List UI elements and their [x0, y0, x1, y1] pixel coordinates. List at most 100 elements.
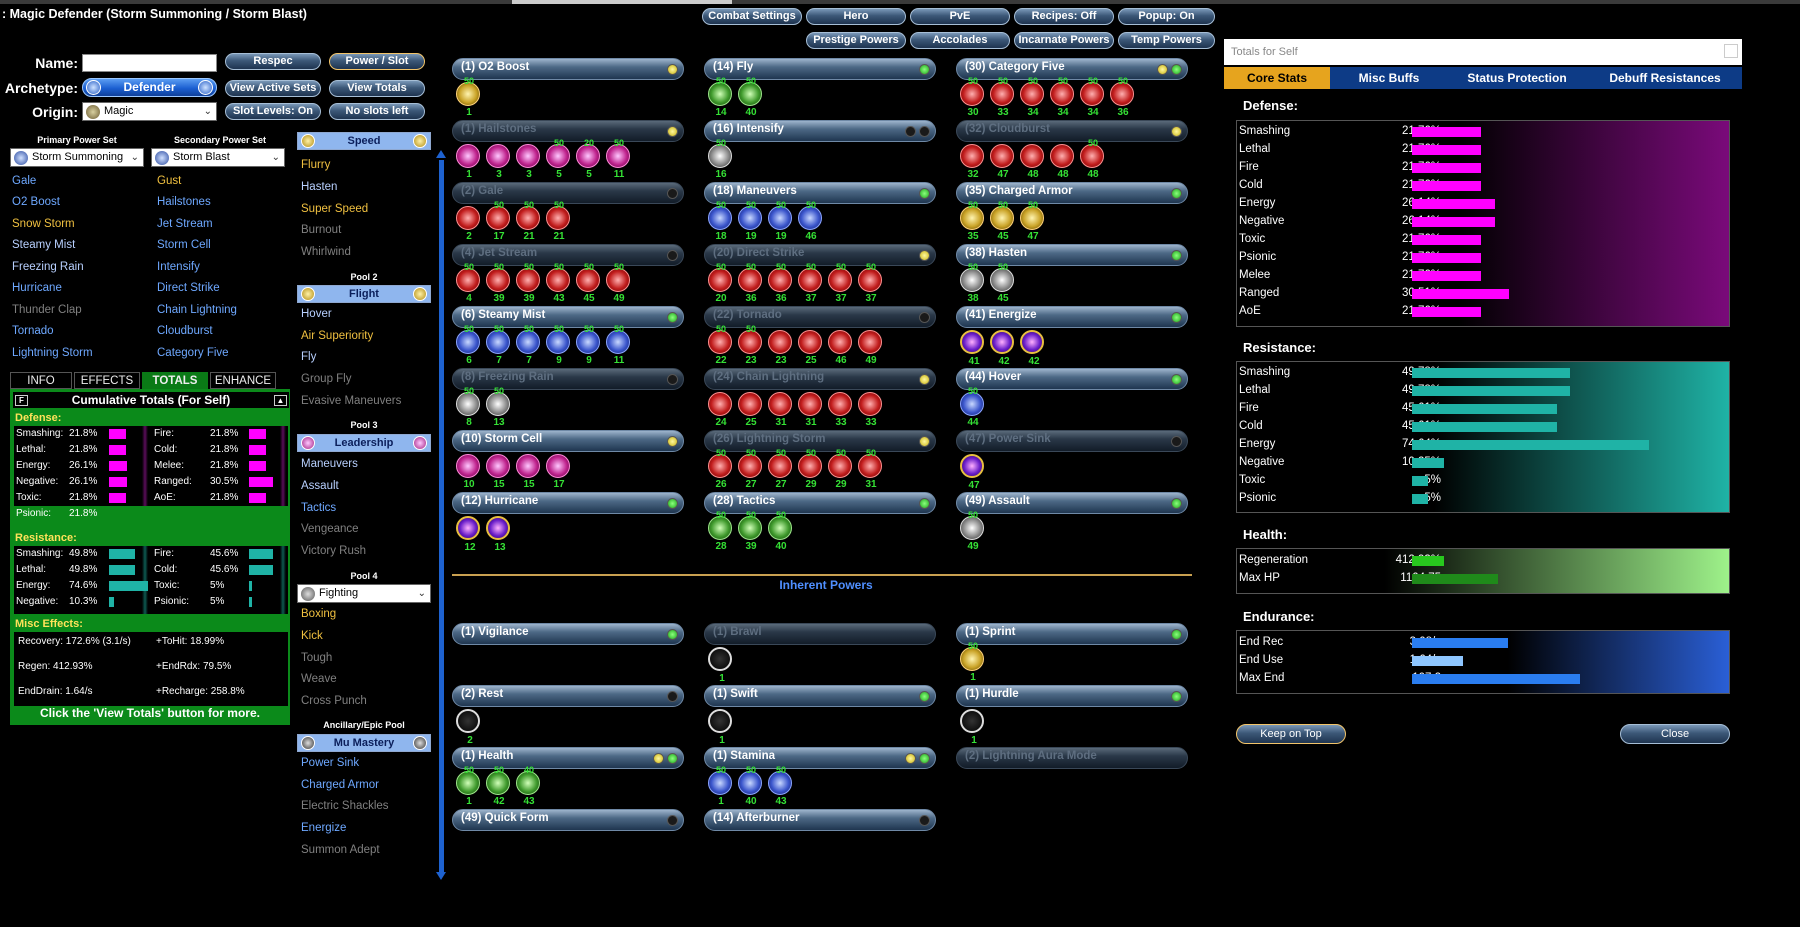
enhancement-slot-icon[interactable]: 24 [708, 392, 732, 428]
power-slot-1-stamina[interactable]: (1) Stamina [704, 747, 936, 769]
power-slot-24-chain-lightning[interactable]: (24) Chain Lightning [704, 368, 936, 390]
epic-pool-header[interactable]: Mu Mastery [297, 734, 431, 752]
enhancement-slot-icon[interactable]: 33 [828, 392, 852, 428]
origin-select[interactable]: Magic ⌄ [82, 102, 217, 121]
enhancement-slot-icon[interactable]: 31 [798, 392, 822, 428]
pool-power-vengeance[interactable]: Vengeance [301, 523, 359, 535]
enhancement-slot-icon[interactable]: 31 [768, 392, 792, 428]
epic-power-power-sink[interactable]: Power Sink [301, 757, 360, 769]
secondary-power-gust[interactable]: Gust [157, 175, 182, 187]
pool-power-tactics[interactable]: Tactics [301, 502, 337, 514]
pool-power-kick[interactable]: Kick [301, 630, 323, 642]
enhancement-slot-icon[interactable]: 46 [828, 330, 852, 366]
f-toggle-button[interactable]: F [15, 395, 28, 406]
enhancement-slot-icon[interactable]: 33 [858, 392, 882, 428]
power-slot-47-power-sink[interactable]: (47) Power Sink [956, 430, 1188, 452]
secondary-set-select[interactable]: Storm Blast ⌄ [151, 148, 285, 167]
pool-power-maneuvers[interactable]: Maneuvers [301, 458, 358, 470]
enhancement-slot-icon[interactable]: 12 [456, 516, 480, 553]
power-slot-32-cloudburst[interactable]: (32) Cloudburst [956, 120, 1188, 142]
pve-button[interactable]: PvE [910, 8, 1010, 25]
view-totals-button[interactable]: View Totals [329, 80, 425, 97]
power-slot-10-storm-cell[interactable]: (10) Storm Cell [452, 430, 684, 452]
power-slot-1-hailstones[interactable]: (1) Hailstones [452, 120, 684, 142]
secondary-power-cloudburst[interactable]: Cloudburst [157, 325, 213, 337]
temp-powers-button[interactable]: Temp Powers [1118, 32, 1215, 49]
power-slot-6-steamy-mist[interactable]: (6) Steamy Mist [452, 306, 684, 328]
enhancement-slot-icon[interactable]: 2 [456, 206, 480, 242]
power-slot-14-afterburner[interactable]: (14) Afterburner [704, 809, 936, 831]
enhancement-slot-icon[interactable]: 47 [960, 454, 984, 491]
power-slot-2-rest[interactable]: (2) Rest [452, 685, 684, 707]
archetype-select[interactable]: Defender [82, 78, 217, 97]
enhancement-slot-icon[interactable]: 48 [1020, 144, 1044, 180]
enhancement-slot-icon[interactable]: 32 [960, 144, 984, 180]
incarnate-powers-button[interactable]: Incarnate Powers [1014, 32, 1114, 49]
enhancement-slot-icon[interactable]: 3 [516, 144, 540, 180]
power-slot-49-quick-form[interactable]: (49) Quick Form [452, 809, 684, 831]
power-slot-16-intensify[interactable]: (16) Intensify [704, 120, 936, 142]
pool-power-hasten[interactable]: Hasten [301, 181, 338, 193]
power-slot-1-health[interactable]: (1) Health [452, 747, 684, 769]
pool-power-assault[interactable]: Assault [301, 480, 339, 492]
secondary-power-jet-stream[interactable]: Jet Stream [157, 218, 213, 230]
primary-power-freezing-rain[interactable]: Freezing Rain [12, 261, 84, 273]
power-slot-30-category-five[interactable]: (30) Category Five [956, 58, 1188, 80]
enhancement-slot-icon[interactable]: 41 [960, 330, 984, 367]
enhancement-slot-icon[interactable]: 15 [516, 454, 540, 490]
tab-totals[interactable]: TOTALS [142, 372, 208, 389]
secondary-power-chain-lightning[interactable]: Chain Lightning [157, 304, 237, 316]
no-slots-left-button[interactable]: No slots left [329, 103, 425, 120]
primary-power-hurricane[interactable]: Hurricane [12, 282, 62, 294]
pool-power-burnout[interactable]: Burnout [301, 224, 342, 236]
primary-power-tornado[interactable]: Tornado [12, 325, 54, 337]
power-slot-35-charged-armor[interactable]: (35) Charged Armor [956, 182, 1188, 204]
power-slot-49-assault[interactable]: (49) Assault [956, 492, 1188, 514]
tab-enhance[interactable]: ENHANCE [210, 372, 276, 389]
secondary-power-hailstones[interactable]: Hailstones [157, 196, 211, 208]
enhancement-slot-icon[interactable]: 1 [708, 647, 732, 684]
power-slot-8-freezing-rain[interactable]: (8) Freezing Rain [452, 368, 684, 390]
power-slot-18-maneuvers[interactable]: (18) Maneuvers [704, 182, 936, 204]
enhancement-slot-icon[interactable]: 49 [858, 330, 882, 366]
primary-set-select[interactable]: Storm Summoning ⌄ [10, 148, 144, 167]
close-icon[interactable] [1724, 44, 1738, 58]
enhancement-slot-icon[interactable]: 10 [456, 454, 480, 490]
pool-power-flurry[interactable]: Flurry [301, 159, 331, 171]
respec-button[interactable]: Respec [225, 53, 321, 70]
secondary-power-storm-cell[interactable]: Storm Cell [157, 239, 211, 251]
